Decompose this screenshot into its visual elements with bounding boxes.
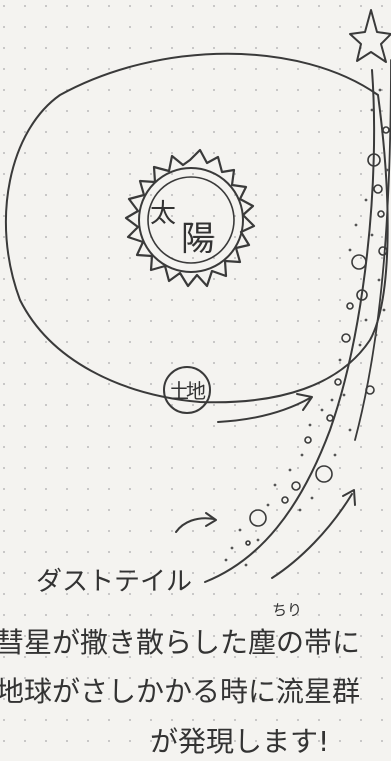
earth-label-2: 地 — [186, 379, 206, 403]
earth: 土 地 — [163, 366, 211, 414]
dust-tail-label: ダストテイル — [36, 567, 192, 597]
dust-specks — [224, 88, 389, 567]
dust-tail-pointer-arrow — [175, 517, 215, 533]
earth-circle — [163, 366, 211, 414]
sun-body — [138, 167, 244, 273]
sun-label-1: 太 — [150, 199, 176, 229]
caption-line-2: 地球がさしかかる時に流星群 — [0, 675, 360, 708]
earth-motion-arrow — [217, 397, 311, 423]
ruby-text: ちり — [272, 601, 302, 619]
dust-motion-arrow — [271, 493, 353, 579]
comet-path-line — [204, 69, 376, 583]
sun-inner — [147, 176, 235, 264]
caption-line-3: が発現します! — [150, 725, 329, 758]
dust-particles — [245, 126, 390, 546]
sun-rays — [124, 148, 256, 288]
sun-label-2: 陽 — [181, 219, 215, 259]
earth-label-1: 土 — [169, 379, 189, 403]
motion-arrows — [175, 393, 356, 579]
comet-star-icon — [349, 9, 391, 63]
caption-line-1: 彗星が撒き散らした塵の帯に — [0, 626, 360, 659]
sun: 太 陽 — [124, 148, 256, 288]
